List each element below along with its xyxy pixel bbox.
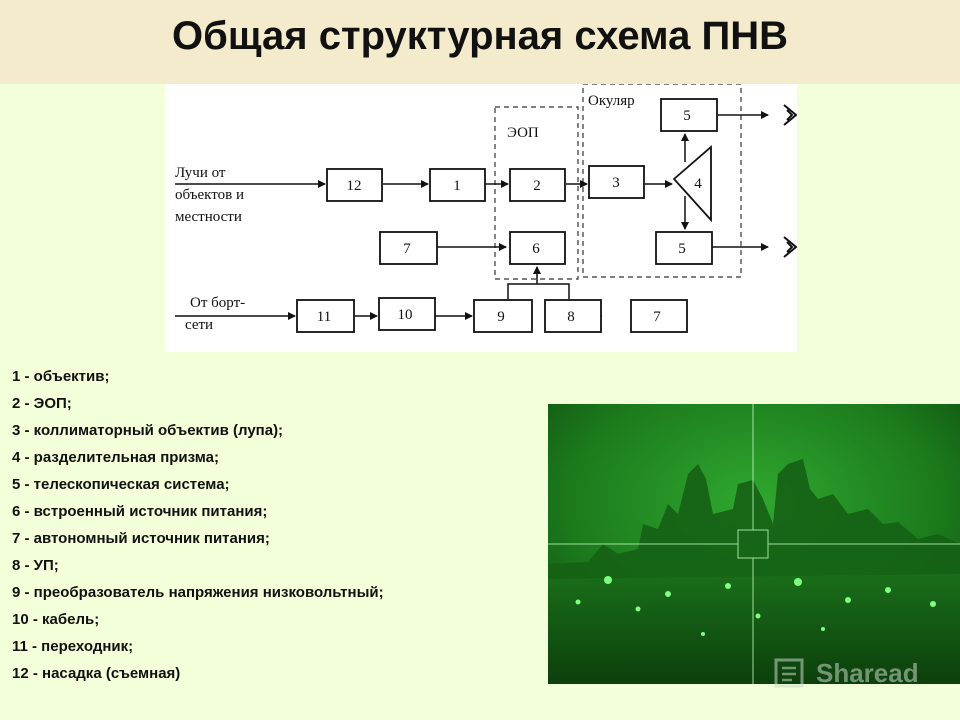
legend-item: 11 - переходник; [12, 638, 134, 655]
eye-bottom-icon [783, 236, 798, 258]
block-9 [473, 299, 533, 333]
block-3-label: 3 [612, 175, 620, 191]
legend-item: 9 - преобразователь напряжения низковоль… [12, 584, 384, 601]
block-6 [509, 231, 566, 265]
block-1 [429, 168, 486, 202]
block-8-label: 8 [567, 309, 575, 325]
legend-item: 10 - кабель; [12, 611, 100, 628]
block-7-bottom-label: 7 [653, 309, 661, 325]
block-2-label: 2 [533, 178, 541, 194]
block-12-label: 12 [347, 178, 362, 194]
block-1-label: 1 [453, 178, 461, 194]
block-11 [296, 299, 355, 333]
group-eop-frame [494, 106, 579, 280]
group-eop-label: ЭОП [507, 125, 539, 141]
block-2 [509, 168, 566, 202]
night-vision-photo [548, 404, 960, 684]
watermark-logo-icon [774, 658, 804, 688]
legend-item: 3 - коллиматорный объектив (лупа); [12, 422, 284, 439]
group-eyepiece-label: Окуляр [588, 93, 635, 109]
legend-item: 4 - разделительная призма; [12, 449, 219, 466]
eye-top-icon [783, 104, 798, 126]
legend-item: 1 - объектив; [12, 368, 110, 385]
block-5-top [660, 98, 718, 132]
legend-item: 8 - УП; [12, 557, 59, 574]
block-3 [588, 165, 645, 199]
block-5-bottom [655, 231, 713, 265]
page-title: Общая структурная схема ПНВ [172, 14, 788, 58]
block-5-top-label: 5 [683, 108, 691, 124]
block-7-mid-label: 7 [403, 241, 411, 257]
legend-item: 7 - автономный источник питания; [12, 530, 270, 547]
block-8 [544, 299, 602, 333]
block-7-bottom [630, 299, 688, 333]
block-9-label: 9 [497, 309, 505, 325]
block-10 [378, 297, 436, 331]
legend-item: 12 - насадка (съемная) [12, 665, 181, 682]
block-7-mid [379, 231, 438, 265]
block-10-label: 10 [398, 307, 413, 323]
legend-item: 5 - телескопическая система; [12, 476, 230, 493]
block-12 [326, 168, 383, 202]
watermark: Sharead [772, 654, 942, 694]
block-11-label: 11 [317, 309, 331, 325]
input-label: Лучи от объектов и местности [175, 165, 248, 225]
legend-item: 2 - ЭОП; [12, 395, 72, 412]
watermark-text: Sharead [816, 658, 919, 688]
structure-diagram: ЭОП Окуляр Лучи от объектов и местности … [165, 83, 798, 352]
block-6-label: 6 [532, 241, 540, 257]
power-label: От борт- сети [185, 295, 249, 333]
block-5-bottom-label: 5 [678, 241, 686, 257]
legend-item: 6 - встроенный источник питания; [12, 503, 268, 520]
block-4 [672, 145, 712, 223]
block-4-label: 4 [694, 176, 702, 192]
legend-list: 1 - объектив; 2 - ЭОП; 3 - коллиматорный… [12, 363, 384, 687]
header-band [0, 0, 960, 84]
